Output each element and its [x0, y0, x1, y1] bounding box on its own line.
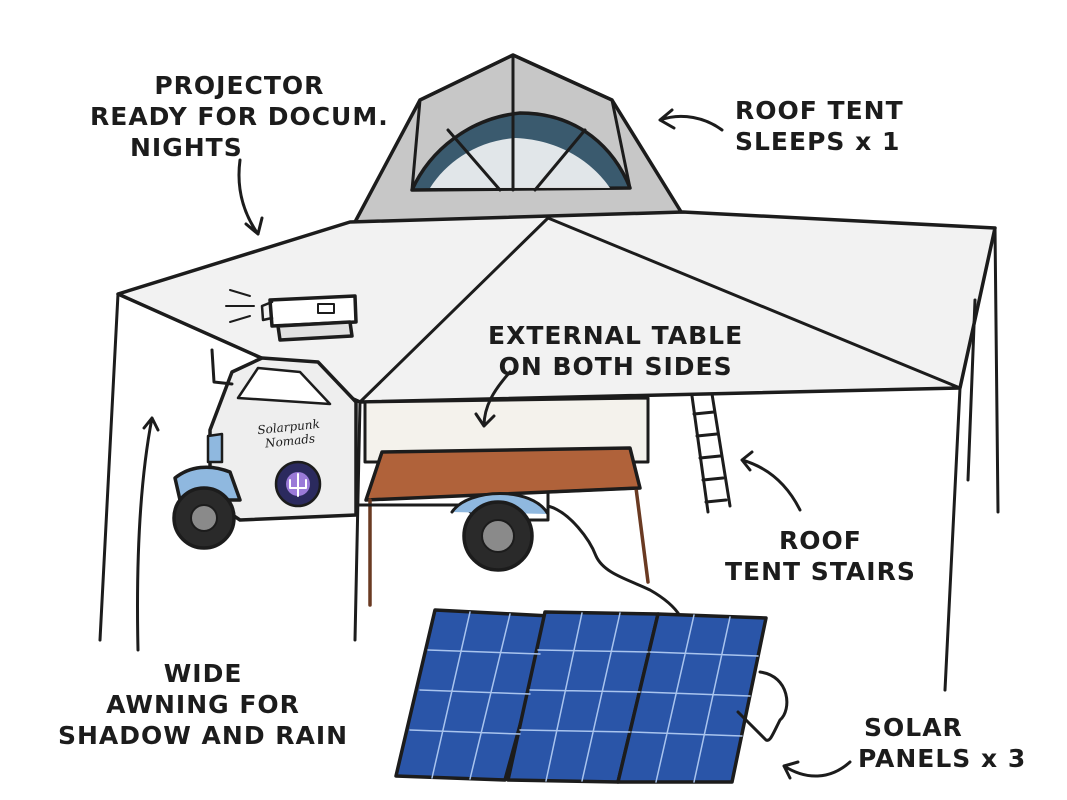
annotation-wide-awning-line-2: AWNING FOR — [106, 690, 300, 719]
rear-wheel-hub — [481, 519, 515, 553]
camper-box — [363, 396, 650, 464]
solar-panel-grid — [409, 611, 759, 783]
annotation-solar-panels-line-1: SOLAR — [864, 713, 963, 742]
awning-poles — [98, 226, 1000, 692]
annotation-solar-panels-line-2: PANELS x 3 — [858, 744, 1027, 773]
annotation-external-table-line-1: EXTERNAL TABLE — [488, 321, 744, 350]
projector — [225, 289, 358, 342]
roof-tent-ribs — [410, 53, 632, 192]
vehicle-logo-mark — [289, 473, 307, 497]
annotation-projector-line-3: NIGHTS — [130, 133, 243, 162]
roof-tent-window-glare — [430, 138, 610, 188]
annotation-projector-line-2: READY FOR DOCUM. — [90, 102, 389, 131]
solar-panel-stand — [736, 670, 789, 742]
arrow-solar — [782, 760, 852, 780]
annotation-solar-panels: SOLAR PANELS x 3 — [858, 712, 1026, 774]
vehicle-windshield — [236, 366, 332, 406]
projector-panel — [317, 303, 335, 314]
projector-lens — [260, 300, 274, 322]
arrow-roof-tent — [658, 108, 724, 132]
awning — [98, 210, 1000, 692]
table-legs — [368, 486, 650, 607]
arrow-projector — [237, 158, 264, 236]
annotation-roof-tent-line-2: SLEEPS x 1 — [735, 127, 901, 156]
arrows — [136, 108, 852, 780]
arrow-table — [474, 370, 512, 428]
projector-base — [276, 320, 354, 342]
external-table — [364, 446, 650, 607]
stairs-rungs — [692, 410, 728, 504]
annotation-roof-tent: ROOF TENT SLEEPS x 1 — [735, 95, 904, 157]
rear-wheel — [450, 492, 550, 572]
projector-beam-lines — [225, 289, 255, 323]
annotation-wide-awning-line-3: SHADOW AND RAIN — [58, 721, 349, 750]
roof-tent-stairs — [690, 392, 732, 514]
arrow-stairs — [740, 450, 802, 512]
front-wheel-hub — [190, 504, 218, 532]
solar-panels — [394, 608, 789, 784]
annotation-projector: PROJECTOR READY FOR DOCUM. NIGHTS — [90, 70, 389, 163]
annotation-wide-awning-line-1: WIDE — [163, 659, 243, 688]
annotation-roof-tent-stairs: ROOF TENT STAIRS — [725, 525, 916, 587]
roof-tent — [353, 53, 685, 224]
vehicle-headlight — [206, 432, 224, 464]
annotation-roof-tent-stairs-line-2: TENT STAIRS — [725, 557, 916, 586]
vehicle-mirror — [210, 348, 234, 386]
annotation-external-table: EXTERNAL TABLE ON BOTH SIDES — [488, 320, 743, 382]
arrow-awning — [136, 416, 160, 652]
front-wheel — [172, 486, 236, 550]
annotation-external-table-line-2: ON BOTH SIDES — [498, 352, 733, 381]
vehicle — [173, 348, 358, 522]
annotation-projector-line-1: PROJECTOR — [154, 71, 325, 100]
annotation-wide-awning: WIDE AWNING FOR SHADOW AND RAIN — [58, 658, 348, 751]
power-cable — [546, 504, 682, 618]
annotation-roof-tent-line-1: ROOF TENT — [735, 96, 904, 125]
annotation-roof-tent-stairs-line-1: ROOF — [779, 526, 862, 555]
